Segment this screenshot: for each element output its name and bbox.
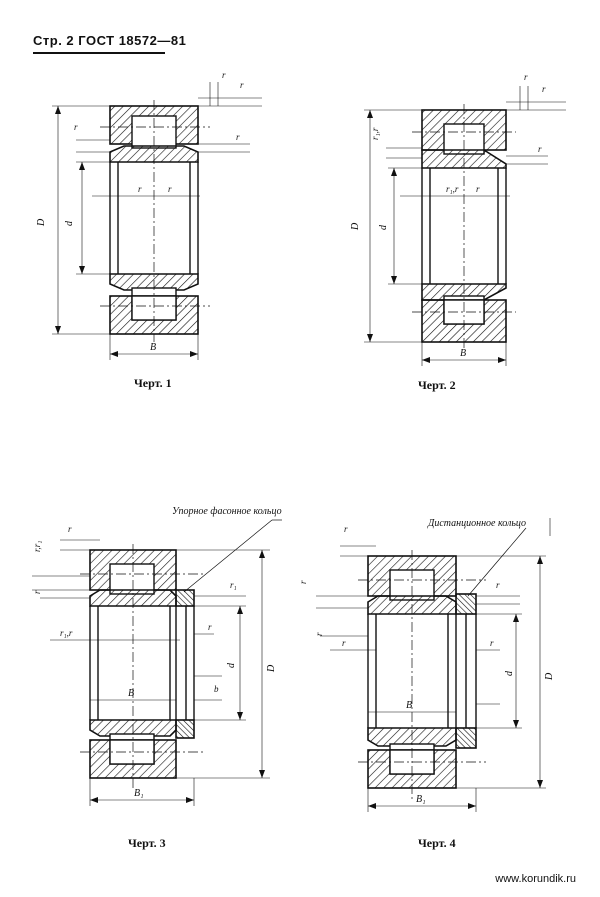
dim-B: B bbox=[460, 348, 466, 359]
dim-r: r bbox=[344, 524, 348, 534]
dim-r: r bbox=[138, 184, 142, 194]
dim-r: r bbox=[208, 622, 212, 632]
dim-r: r bbox=[542, 84, 546, 94]
dim-D: D bbox=[36, 218, 47, 227]
dim-r: r bbox=[476, 184, 480, 194]
dim-B1: B₁ bbox=[416, 794, 426, 805]
bearing-drawing-2 bbox=[364, 86, 566, 366]
callout-fig4: Дистанционное кольцо bbox=[427, 518, 526, 529]
caption-fig4: Черт. 4 bbox=[418, 836, 456, 850]
callout-fig3: Упорное фасонное кольцо bbox=[172, 506, 282, 517]
bearing-drawing-3 bbox=[32, 519, 282, 806]
dim-r: r bbox=[168, 184, 172, 194]
dim-r1r: r₁,r bbox=[446, 184, 459, 194]
dim-r: r bbox=[222, 70, 226, 80]
dim-r: r bbox=[32, 590, 42, 594]
dim-r: r bbox=[74, 122, 78, 132]
dim-D: D bbox=[544, 672, 555, 681]
dim-r: r bbox=[342, 638, 346, 648]
dim-d: d bbox=[504, 670, 515, 676]
dim-r: r bbox=[240, 80, 244, 90]
header-rule bbox=[33, 52, 165, 54]
dim-r: r bbox=[236, 132, 240, 142]
caption-fig1: Черт. 1 bbox=[134, 376, 172, 390]
dim-d: d bbox=[378, 224, 389, 230]
site-watermark: www.korundik.ru bbox=[495, 873, 576, 885]
dim-B: B bbox=[128, 688, 134, 699]
dim-b: b bbox=[214, 684, 219, 694]
dim-d: d bbox=[64, 220, 75, 226]
dim-r: r bbox=[68, 524, 72, 534]
dim-r: r bbox=[490, 638, 494, 648]
dim-D: D bbox=[350, 222, 361, 231]
dim-r1r: r₁,r bbox=[370, 127, 380, 140]
dim-D: D bbox=[266, 664, 277, 673]
dim-d: d bbox=[226, 662, 237, 668]
fig3-labels: D d B b B₁ r r,r₁ r r₁ r₁,r r bbox=[32, 524, 277, 799]
bearing-drawing-1 bbox=[52, 82, 262, 360]
dim-B: B bbox=[406, 700, 412, 711]
dim-r: r bbox=[524, 72, 528, 82]
dim-r1: r₁ bbox=[230, 580, 237, 590]
dim-B: B bbox=[150, 342, 156, 353]
fig1-labels: D d B r r r r r r bbox=[36, 70, 244, 353]
fig4-labels: D d B B₁ r r r r r r bbox=[298, 524, 555, 805]
dim-r: r bbox=[538, 144, 542, 154]
dim-rr1: r,r₁ bbox=[32, 541, 42, 552]
caption-fig3: Черт. 3 bbox=[128, 836, 166, 850]
dim-r: r bbox=[496, 580, 500, 590]
dimension-arrows bbox=[55, 106, 543, 809]
fig2-labels: D d B r r r₁,r r r₁,r r bbox=[350, 72, 546, 359]
page-header: Стр. 2 ГОСТ 18572—81 bbox=[33, 33, 187, 48]
dim-r1r: r₁,r bbox=[60, 628, 73, 638]
dim-B1: B₁ bbox=[134, 788, 144, 799]
caption-fig2: Черт. 2 bbox=[418, 378, 456, 392]
dim-r: r bbox=[314, 632, 324, 636]
dim-r: r bbox=[298, 580, 308, 584]
bearing-drawing-4 bbox=[316, 518, 551, 812]
